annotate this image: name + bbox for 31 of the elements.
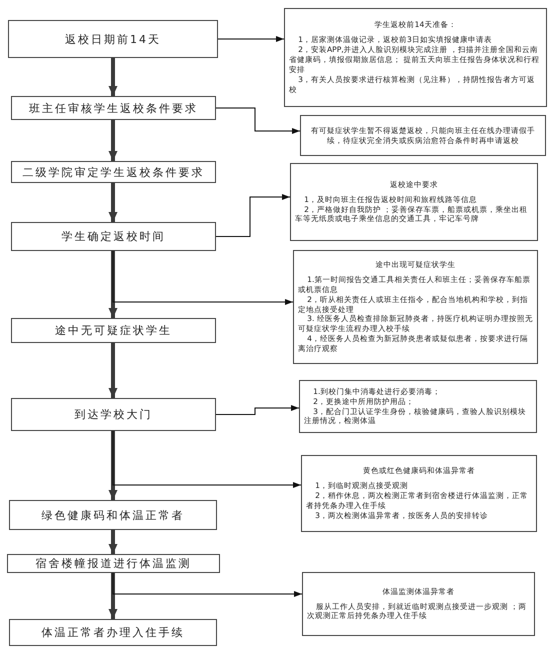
arrow: [108, 431, 118, 500]
process-box: 到达学校大门: [11, 398, 216, 431]
process-box: 学生确定返校时间: [11, 222, 216, 251]
process-box: 绿色健康码和体温正常者: [9, 500, 217, 530]
arrow: [112, 572, 302, 597]
arrow: [108, 58, 118, 96]
arrow: [108, 183, 118, 222]
arrow: [216, 194, 290, 237]
arrow: [108, 573, 118, 619]
arrow: [112, 250, 294, 305]
arrow: [112, 430, 302, 488]
note-box: [301, 455, 537, 532]
note-box: [290, 163, 538, 241]
process-box: 二级学院审定学生返校条件要求: [11, 161, 216, 183]
note-box: [293, 250, 538, 364]
arrow: [108, 251, 118, 318]
arrow: [216, 108, 300, 134]
arrow: [108, 120, 118, 161]
arrow: [218, 36, 284, 42]
arrow: [216, 405, 300, 415]
process-box: 宿舍楼幢报道进行体温监测: [7, 554, 220, 573]
process-box: 途中无可疑症状学生: [11, 318, 216, 343]
note-box: [299, 380, 537, 433]
process-box: 返校日期前14天: [8, 20, 218, 58]
arrow: [108, 530, 118, 554]
process-box: 体温正常者办理入住手续: [9, 619, 217, 646]
note-box: [302, 572, 535, 636]
note-box: [284, 8, 547, 107]
arrow: [108, 343, 118, 398]
note-box: [300, 115, 546, 156]
process-box: 班主任审核学生返校条件要求: [11, 96, 216, 120]
